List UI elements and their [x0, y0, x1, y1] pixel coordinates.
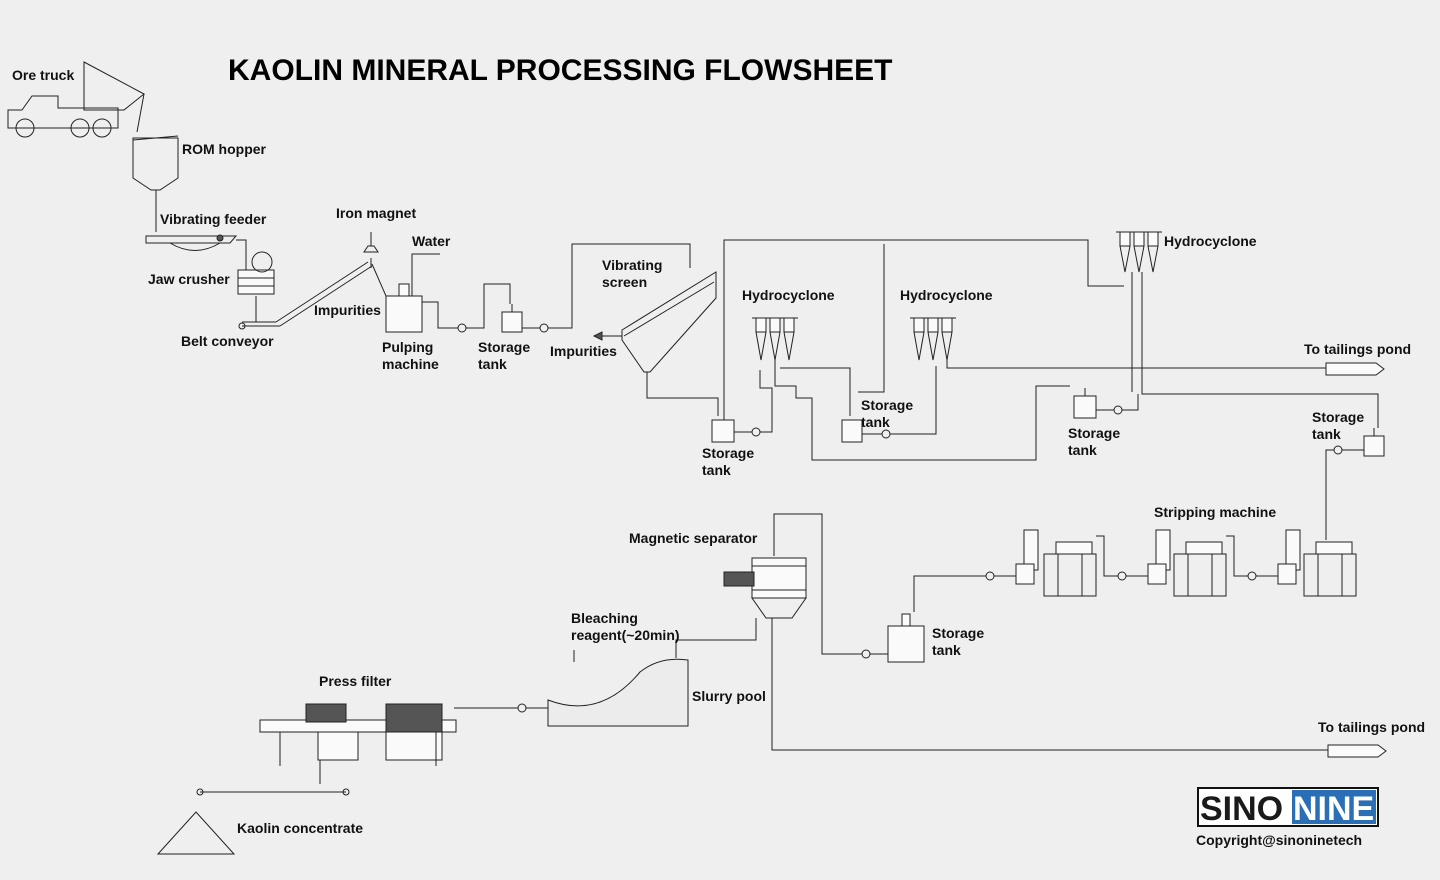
- label-storage-tank-2-line2: tank: [702, 462, 731, 478]
- iron-magnet: [363, 232, 379, 268]
- label-storage-tank-6-line2: tank: [932, 642, 961, 658]
- stripping-machine-1: [1023, 529, 1097, 597]
- slurry-pool: [547, 658, 689, 727]
- page-title: KAOLIN MINERAL PROCESSING FLOWSHEET: [228, 54, 892, 87]
- label-rom-hopper: ROM hopper: [182, 141, 267, 157]
- label-hydrocyclone-3: Hydrocyclone: [1164, 233, 1257, 249]
- label-bleaching-line2: reagent(~20min): [571, 627, 680, 643]
- label-water: Water: [412, 233, 451, 249]
- copyright-text: Copyright@sinoninetech: [1196, 832, 1362, 848]
- vibrating-screen: [592, 271, 717, 373]
- hydrocyclone-3: [1116, 231, 1162, 273]
- ore-truck: [7, 61, 145, 138]
- label-storage-tank-4-line1: Storage: [1068, 425, 1120, 441]
- label-stripping-machine: Stripping machine: [1154, 504, 1276, 520]
- label-vibrating-screen-line1: Vibrating: [602, 257, 662, 273]
- storage-tank-3: [841, 419, 863, 443]
- logo-text-nine: NINE: [1293, 790, 1374, 828]
- belt-conveyor: [238, 261, 373, 330]
- sinonine-logo: SINO NINE: [1197, 787, 1379, 828]
- label-to-tailings-pond-1: To tailings pond: [1304, 341, 1411, 357]
- storage-tank-2: [711, 419, 735, 443]
- storage-tank-4: [1073, 388, 1097, 419]
- hydrocyclone-1: [752, 317, 798, 361]
- label-storage-tank-1-line1: Storage: [478, 339, 530, 355]
- magnetic-separator: [723, 557, 807, 619]
- label-kaolin-concentrate: Kaolin concentrate: [237, 820, 363, 836]
- label-storage-tank-5-line2: tank: [1312, 426, 1341, 442]
- kaolin-concentrate-pile: [156, 811, 236, 855]
- stripping-machine-2: [1155, 529, 1227, 597]
- jaw-crusher: [236, 239, 275, 295]
- label-pulping-machine-line1: Pulping: [382, 339, 433, 355]
- label-hydrocyclone-1: Hydrocyclone: [742, 287, 835, 303]
- label-magnetic-separator: Magnetic separator: [629, 530, 758, 546]
- rom-hopper: [132, 135, 179, 191]
- stripping-machine-3: [1285, 529, 1357, 597]
- label-jaw-crusher: Jaw crusher: [148, 271, 230, 287]
- storage-tank-6: [887, 613, 925, 663]
- label-belt-conveyor: Belt conveyor: [181, 333, 274, 349]
- label-storage-tank-3-line2: tank: [861, 414, 890, 430]
- label-slurry-pool: Slurry pool: [692, 688, 766, 704]
- label-ore-truck: Ore truck: [12, 67, 74, 83]
- label-impurities-1: Impurities: [314, 302, 381, 318]
- label-storage-tank-6-line1: Storage: [932, 625, 984, 641]
- label-storage-tank-5-line1: Storage: [1312, 409, 1364, 425]
- press-filter: [259, 703, 457, 766]
- label-vibrating-screen-line2: screen: [602, 274, 647, 290]
- label-storage-tank-3-line1: Storage: [861, 397, 913, 413]
- label-storage-tank-2-line1: Storage: [702, 445, 754, 461]
- label-pulping-machine-line2: machine: [382, 356, 439, 372]
- hydrocyclone-2: [910, 317, 956, 361]
- label-storage-tank-1-line2: tank: [478, 356, 507, 372]
- label-storage-tank-4-line2: tank: [1068, 442, 1097, 458]
- label-iron-magnet: Iron magnet: [336, 205, 416, 221]
- vibrating-feeder: [145, 234, 238, 251]
- label-hydrocyclone-2: Hydrocyclone: [900, 287, 993, 303]
- label-to-tailings-pond-2: To tailings pond: [1318, 719, 1425, 735]
- storage-tank-1: [501, 304, 523, 333]
- label-impurities-2: Impurities: [550, 343, 617, 359]
- storage-tank-5: [1363, 428, 1385, 457]
- label-bleaching-line1: Bleaching: [571, 610, 638, 626]
- label-vibrating-feeder: Vibrating feeder: [160, 211, 267, 227]
- logo-text-sino: SINO: [1200, 790, 1283, 828]
- label-press-filter: Press filter: [319, 673, 392, 689]
- pulping-machine: [385, 253, 440, 333]
